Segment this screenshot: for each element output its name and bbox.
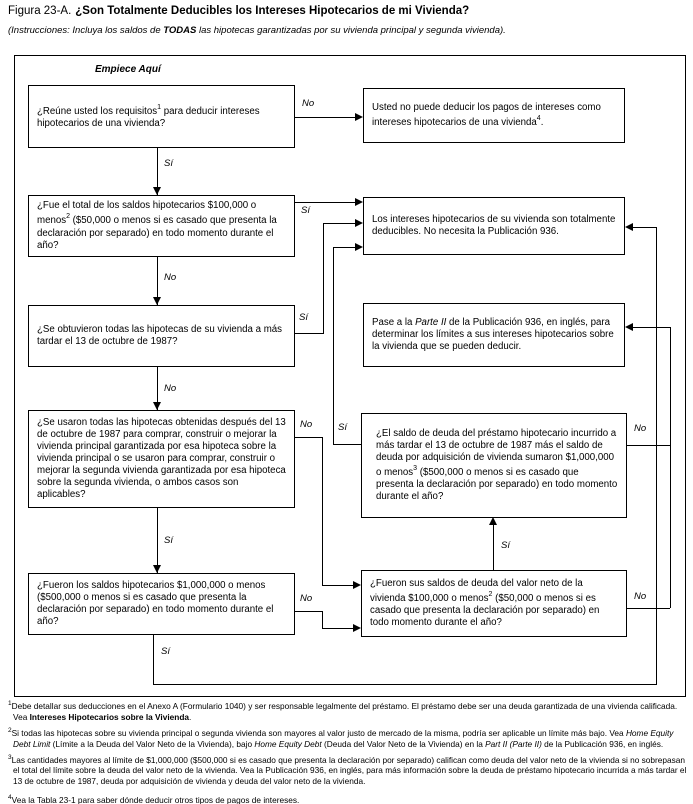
question-box-q5: ¿Fueron los saldos hipotecarios $1,000,0…: [28, 573, 295, 635]
connector-q5-no-h2: [322, 628, 354, 629]
footnote-2: 2Si todas las hipotecas sobre su viviend…: [8, 726, 674, 749]
arrowhead-part2: [625, 323, 633, 331]
connector-q4-no-h2: [322, 585, 354, 586]
arrowhead-home-equity-yes: [489, 517, 497, 525]
label-q5-yes: Sí: [161, 646, 170, 657]
arrowhead-q4-yes: [153, 565, 161, 573]
result-box-cannot-deduct: Usted no puede deducir los pagos de inte…: [363, 88, 625, 143]
connector-q4-yes: [157, 508, 158, 573]
flowchart-border: [14, 55, 686, 697]
q5-text: ¿Fueron los saldos hipotecarios $1,000,0…: [37, 580, 274, 627]
connector-q5-yes-h1: [153, 684, 657, 685]
label-home-equity-yes: Sí: [501, 540, 510, 551]
connector-q1-yes: [157, 148, 158, 195]
connector-no-to-part2-v: [670, 327, 671, 608]
result-box-fully-deductible: Los intereses hipotecarios de su viviend…: [363, 197, 625, 255]
connector-q2-yes: [295, 202, 356, 203]
instructions-pre: (Instrucciones: Incluya los saldos de: [8, 25, 164, 36]
figure-title-text: ¿Son Totalmente Deducibles los Intereses…: [75, 5, 470, 17]
q3-text: ¿Se obtuvieron todas las hipotecas de su…: [37, 324, 283, 347]
part2-text: Pase a la Parte II de la Publicación 936…: [372, 317, 614, 352]
label-q3-no: No: [164, 383, 177, 394]
home-equity-text: ¿Fueron sus saldos de deuda del valor ne…: [370, 577, 600, 629]
start-here-label: Empiece Aquí: [95, 64, 161, 75]
question-box-q4: ¿Se usaron todas las hipotecas obtenidas…: [28, 410, 295, 508]
connector-q4-no-h1: [295, 437, 323, 438]
connector-q5-yes-v1: [153, 635, 154, 684]
label-grandfathered-yes: Sí: [338, 422, 347, 433]
label-q4-yes: Sí: [164, 535, 173, 546]
arrowhead-q5-yes: [625, 223, 633, 231]
question-box-q2: ¿Fue el total de los saldos hipotecarios…: [28, 195, 295, 257]
label-q5-no: No: [300, 593, 313, 604]
connector-q1-no: [295, 117, 356, 118]
footnote-1: 1Debe detallar sus deducciones en el Ane…: [8, 700, 678, 722]
arrowhead-q3-no: [153, 402, 161, 410]
connector-grandfathered-no-h: [627, 445, 670, 446]
instructions-bold: TODAS: [163, 25, 197, 36]
arrowhead-q1-yes: [153, 187, 161, 195]
label-q4-no: No: [300, 419, 313, 430]
label-q1-yes: Sí: [164, 158, 173, 169]
connector-grandfathered-yes-h2: [333, 247, 356, 248]
arrowhead-q4-no: [353, 581, 361, 589]
fully-deductible-text: Los intereses hipotecarios de su viviend…: [372, 214, 616, 237]
arrowhead-q1-no: [355, 113, 363, 121]
footnote-3: 3Las cantidades mayores al límite de $1,…: [8, 753, 687, 787]
connector-q5-yes-v2: [656, 227, 657, 685]
label-grandfathered-no: No: [634, 423, 647, 434]
label-q2-no: No: [164, 272, 177, 283]
connector-q5-no-v: [322, 611, 323, 628]
connector-q5-yes-h2: [633, 227, 657, 228]
connector-no-to-part2-h: [633, 327, 670, 328]
arrowhead-q2-yes: [355, 198, 363, 206]
footnotes: 1Debe detallar sus deducciones en el Ane…: [8, 698, 687, 804]
connector-q2-no: [157, 257, 158, 305]
figure-title: Figura 23-A.¿Son Totalmente Deducibles l…: [8, 5, 469, 17]
instructions-post: las hipotecas garantizadas por su vivien…: [196, 25, 506, 36]
connector-q3-yes-h2: [323, 223, 356, 224]
connector-grandfathered-yes-h1: [333, 444, 361, 445]
arrowhead-grandfathered-yes: [355, 243, 363, 251]
label-home-equity-no: No: [634, 591, 647, 602]
cannot-deduct-text: Usted no puede deducir los pagos de inte…: [372, 101, 601, 129]
label-q2-yes: Sí: [301, 205, 310, 216]
arrowhead-q2-no: [153, 297, 161, 305]
arrowhead-q3-yes: [355, 219, 363, 227]
figure-number: Figura 23-A.: [8, 5, 72, 17]
question-box-q3: ¿Se obtuvieron todas las hipotecas de su…: [28, 305, 295, 367]
question-box-home-equity: ¿Fueron sus saldos de deuda del valor ne…: [361, 570, 627, 637]
arrowhead-q5-no: [353, 624, 361, 632]
connector-home-equity-yes: [493, 524, 494, 570]
figure-instructions: (Instrucciones: Incluya los saldos de TO…: [8, 25, 506, 36]
q1-text: ¿Reúne usted los requisitos1 para deduci…: [37, 103, 260, 130]
connector-q3-yes-v: [323, 223, 324, 333]
label-q1-no: No: [302, 98, 315, 109]
connector-q5-no-h1: [295, 611, 323, 612]
connector-q4-no-v: [322, 437, 323, 585]
q4-text: ¿Se usaron todas las hipotecas obtenidas…: [37, 417, 286, 500]
label-q3-yes: Sí: [299, 312, 308, 323]
question-box-q1: ¿Reúne usted los requisitos1 para deduci…: [28, 85, 295, 148]
connector-home-equity-no-h: [627, 608, 670, 609]
result-box-part2: Pase a la Parte II de la Publicación 936…: [363, 303, 625, 367]
grandfathered-text: ¿El saldo de deuda del préstamo hipoteca…: [376, 427, 618, 503]
q2-text: ¿Fue el total de los saldos hipotecarios…: [37, 200, 277, 251]
connector-q3-no: [157, 367, 158, 410]
question-box-grandfathered-debt: ¿El saldo de deuda del préstamo hipoteca…: [361, 413, 627, 518]
connector-grandfathered-yes-v: [333, 247, 334, 444]
connector-q3-yes-h1: [295, 333, 324, 334]
footnote-4: 4Vea la Tabla 23-1 para saber dónde dedu…: [8, 794, 300, 804]
